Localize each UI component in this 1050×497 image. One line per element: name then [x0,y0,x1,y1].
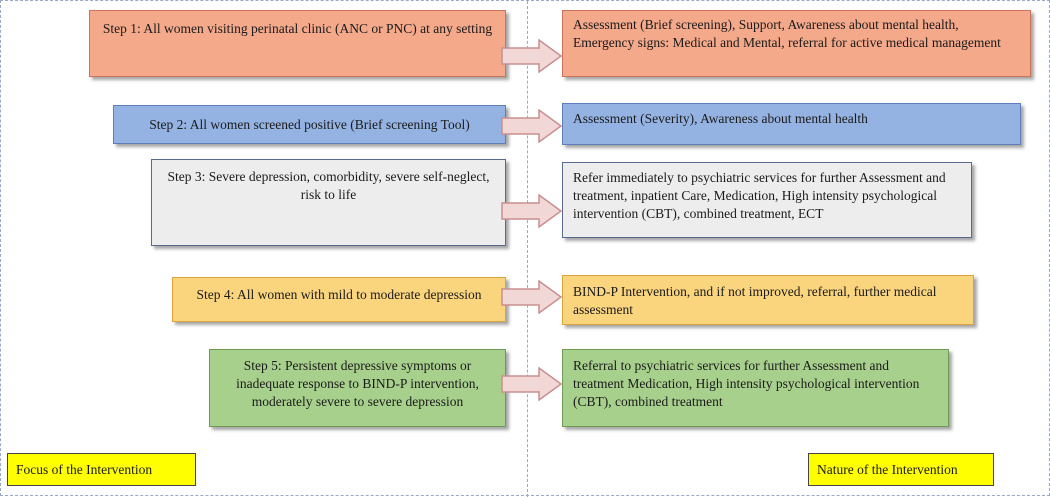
step-5-nature-box: Referral to psychiatric services for fur… [562,349,949,427]
step-4-focus-box: Step 4: All women with mild to moderate … [172,277,506,322]
column-divider [527,1,528,497]
step-3-arrow-icon [501,194,563,228]
step-3-nature-box: Refer immediately to psychiatric service… [562,162,972,238]
step-4-nature-text: BIND-P Intervention, and if not improved… [573,284,937,317]
step-4-nature-box: BIND-P Intervention, and if not improved… [562,275,974,325]
step-1-arrow-icon [501,39,563,73]
step-5-focus-box: Step 5: Persistent depressive symptoms o… [209,349,506,427]
step-5-arrow-icon [501,367,563,401]
step-2-arrow-icon [501,109,563,143]
step-4-focus-text: Step 4: All women with mild to moderate … [196,287,482,302]
step-3-nature-text: Refer immediately to psychiatric service… [573,170,946,221]
step-5-nature-text: Referral to psychiatric services for fur… [573,358,920,409]
step-2-focus-box: Step 2: All women screened positive (Bri… [113,105,506,144]
nature-legend-text: Nature of the Intervention [817,462,958,477]
step-2-nature-text: Assessment (Severity), Awareness about m… [573,111,868,126]
step-4-arrow-icon [501,280,563,314]
focus-legend-label: Focus of the Intervention [7,453,196,486]
step-2-focus-text: Step 2: All women screened positive (Bri… [149,117,470,132]
nature-legend-label: Nature of the Intervention [808,453,994,486]
step-1-focus-box: Step 1: All women visiting perinatal cli… [89,10,506,77]
focus-legend-text: Focus of the Intervention [16,462,153,477]
step-3-focus-box: Step 3: Severe depression, comorbidity, … [151,159,506,246]
step-1-focus-text: Step 1: All women visiting perinatal cli… [102,21,493,36]
step-3-focus-text: Step 3: Severe depression, comorbidity, … [167,169,490,202]
step-1-nature-text: Assessment (Brief screening), Support, A… [573,17,1001,50]
step-1-nature-box: Assessment (Brief screening), Support, A… [562,10,1031,77]
step-5-focus-text: Step 5: Persistent depressive symptoms o… [236,358,479,409]
step-2-nature-box: Assessment (Severity), Awareness about m… [562,103,1021,145]
